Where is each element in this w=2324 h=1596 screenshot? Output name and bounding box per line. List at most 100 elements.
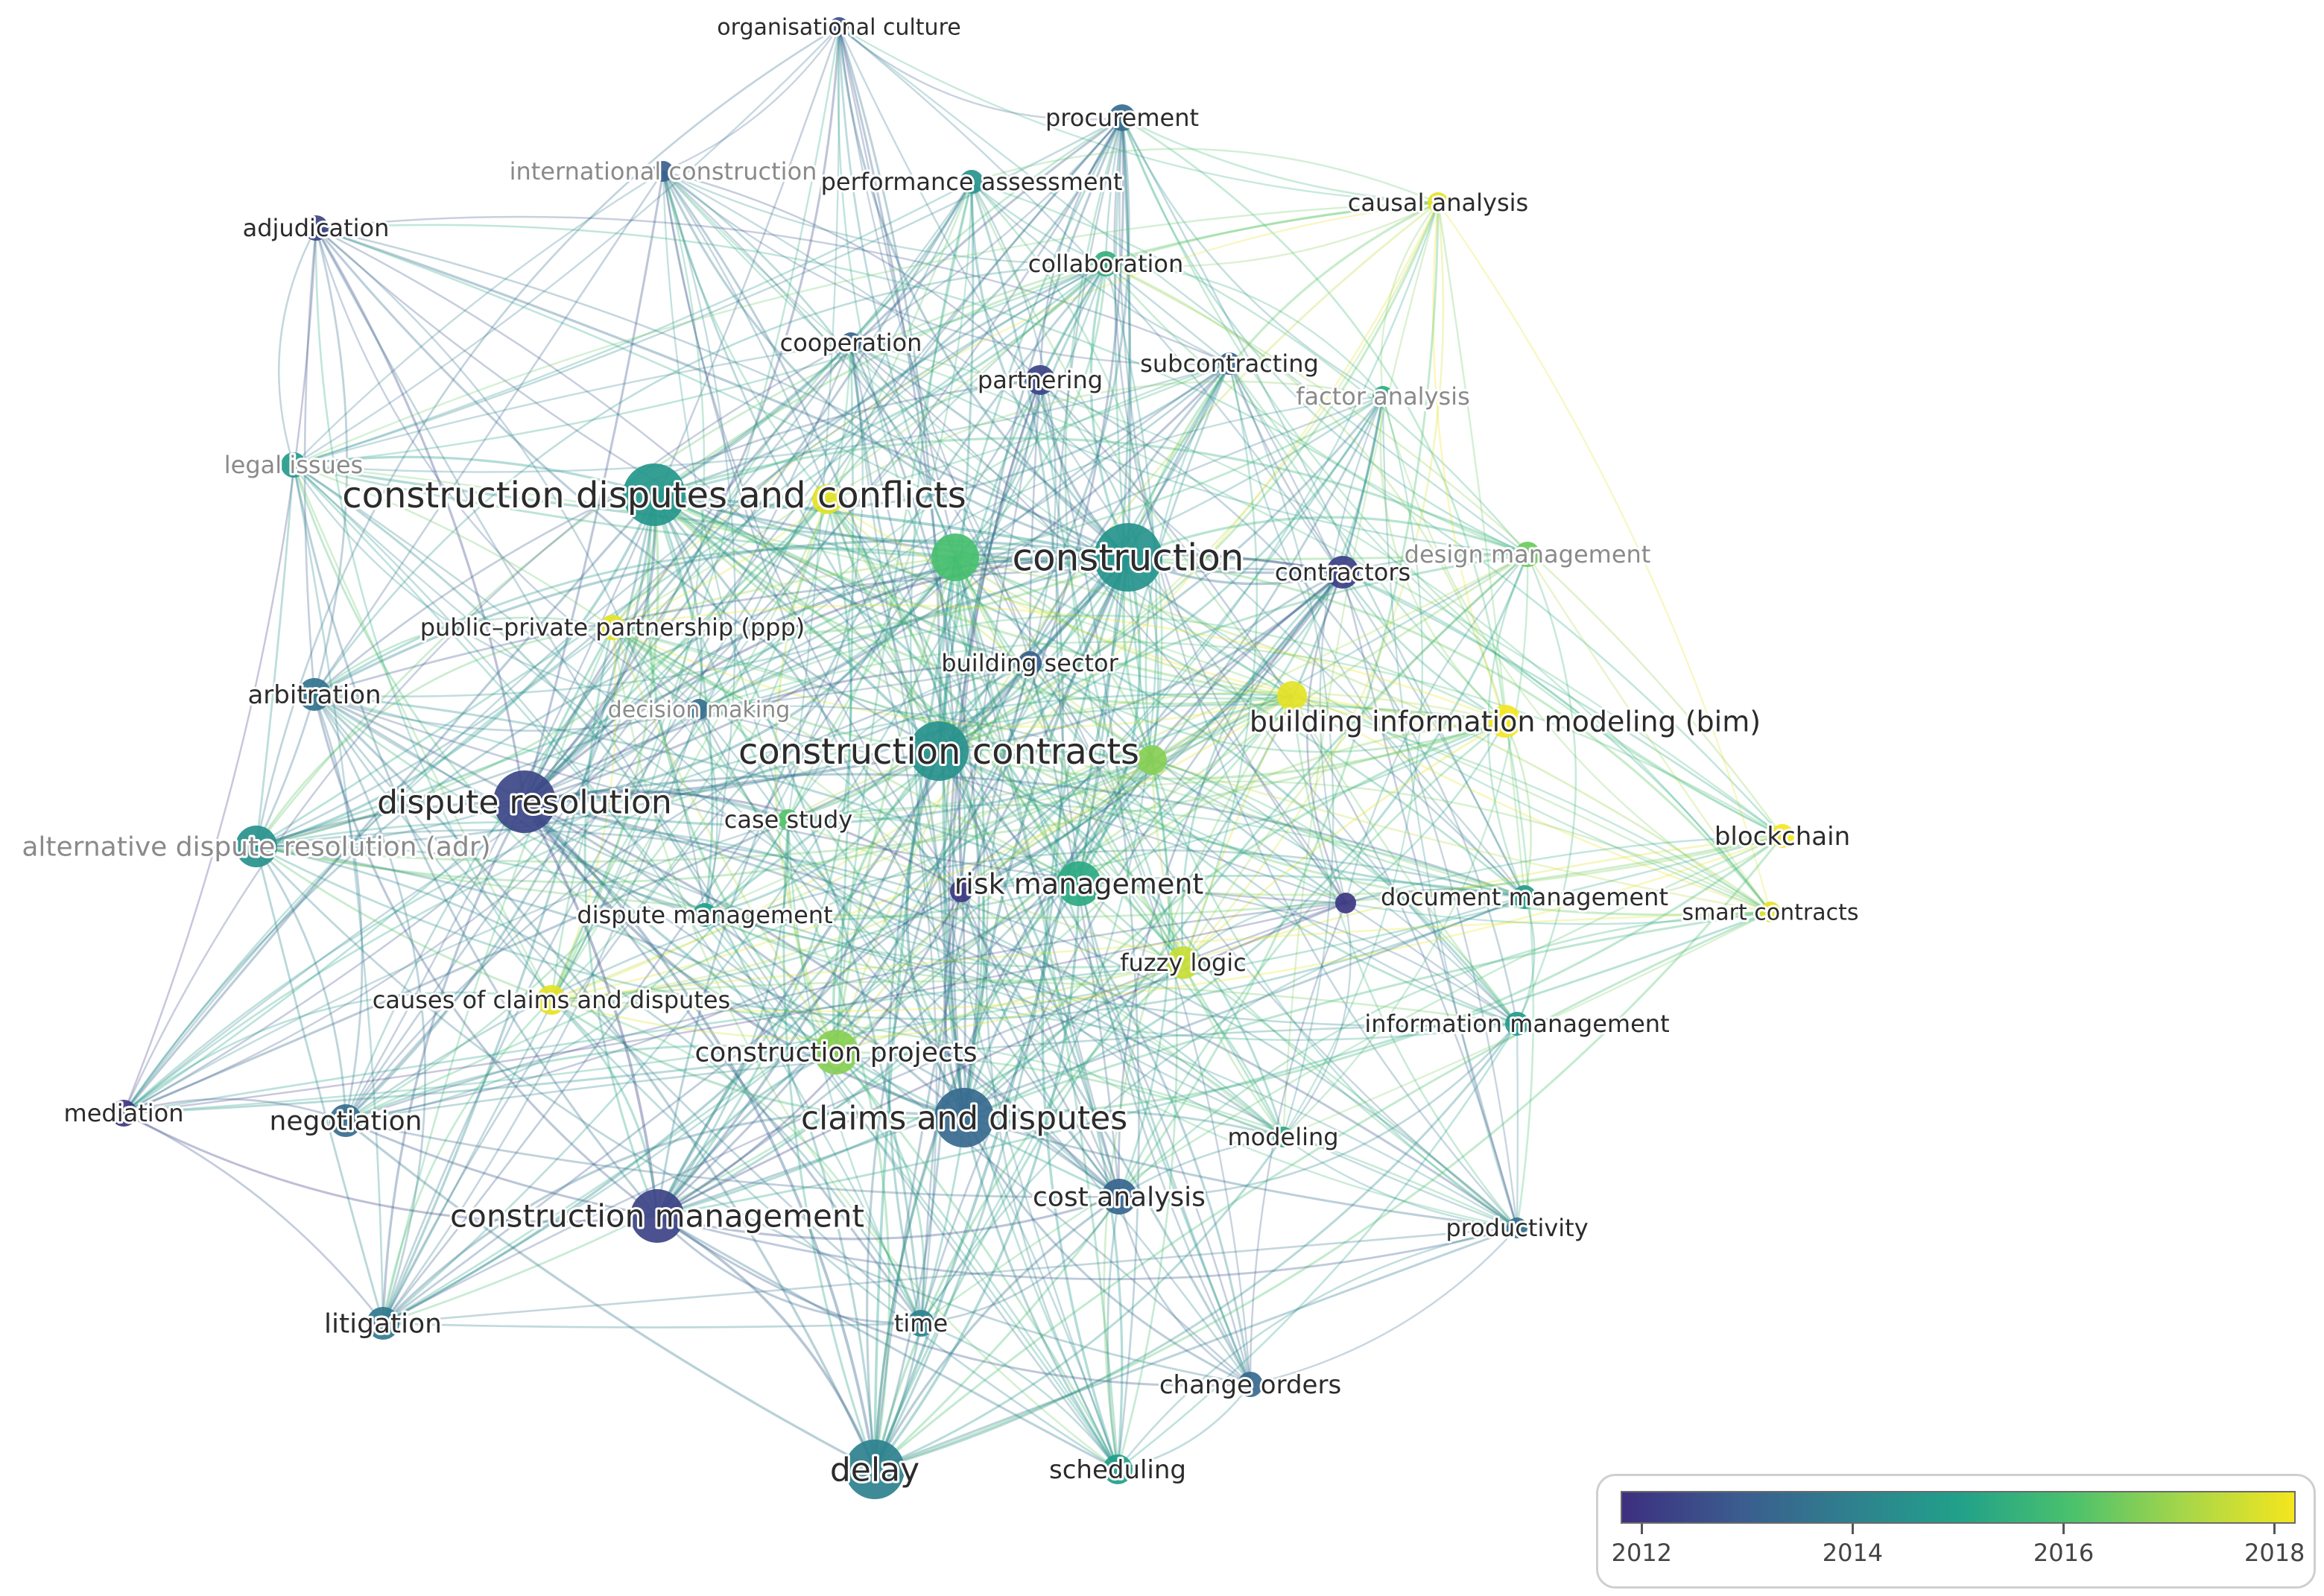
label-case-study[interactable]: case study <box>722 803 855 836</box>
node-yellow-near-bim[interactable] <box>1277 681 1307 711</box>
node-construction-management[interactable] <box>630 1189 684 1243</box>
node-international-construction[interactable] <box>653 161 674 182</box>
node-dispute-management[interactable] <box>693 903 717 927</box>
label-construction[interactable]: construction <box>1010 534 1247 582</box>
label-causal-analysis[interactable]: causal analysis <box>1346 186 1530 219</box>
label-scheduling[interactable]: scheduling <box>1047 1453 1188 1487</box>
node-litigation[interactable] <box>367 1307 399 1340</box>
node-case-study[interactable] <box>778 809 799 830</box>
label-delay[interactable]: delay <box>828 1448 922 1491</box>
label-subcontracting[interactable]: subcontracting <box>1138 347 1321 380</box>
node-causes-of-claims-and-disputes[interactable] <box>536 985 566 1015</box>
node-construction-contracts[interactable] <box>909 721 969 781</box>
node-partnering[interactable] <box>1025 365 1055 395</box>
node-negotiation[interactable] <box>329 1104 362 1137</box>
label-claims-and-disputes[interactable]: claims and disputes <box>799 1097 1130 1139</box>
label-document-management[interactable]: document management <box>1378 881 1671 913</box>
node-information-management[interactable] <box>1505 1012 1529 1036</box>
label-contractors[interactable]: contractors <box>1273 556 1413 589</box>
label-alternative-dispute-resolution-adr[interactable]: alternative dispute resolution (adr) <box>19 830 493 865</box>
node-purple-unlabeled[interactable] <box>950 880 972 902</box>
label-building-information-modeling-bim[interactable]: building information modeling (bim) <box>1247 703 1763 740</box>
label-cooperation[interactable]: cooperation <box>778 326 925 359</box>
node-alternative-dispute-resolution-adr[interactable] <box>235 826 277 867</box>
label-performance-assessment[interactable]: performance assessment <box>819 165 1125 198</box>
node-cost-analysis[interactable] <box>1101 1179 1137 1215</box>
label-building-sector[interactable]: building sector <box>939 647 1121 680</box>
label-construction-management[interactable]: construction management <box>448 1196 867 1237</box>
node-purple-small-2[interactable] <box>1335 893 1356 913</box>
node-productivity[interactable] <box>1507 1217 1527 1238</box>
node-modeling[interactable] <box>1273 1127 1294 1147</box>
node-performance-assessment[interactable] <box>960 170 984 194</box>
node-public-private-partnership-ppp[interactable] <box>600 615 625 640</box>
label-legal-issues[interactable]: legal issues <box>222 449 365 481</box>
node-causal-analysis[interactable] <box>1428 192 1448 213</box>
node-procurement[interactable] <box>1109 104 1136 131</box>
label-decision-making[interactable]: decision making <box>606 695 793 726</box>
label-blockchain[interactable]: blockchain <box>1712 820 1852 854</box>
label-adjudication[interactable]: adjudication <box>241 212 392 244</box>
label-negotiation[interactable]: negotiation <box>267 1104 425 1139</box>
label-change-orders[interactable]: change orders <box>1157 1368 1343 1402</box>
node-legal-issues[interactable] <box>281 452 306 478</box>
node-building-information-modeling-bim[interactable] <box>1489 705 1522 738</box>
node-construction[interactable] <box>1094 523 1162 592</box>
label-procurement[interactable]: procurement <box>1043 101 1201 134</box>
label-arbitration[interactable]: arbitration <box>245 678 383 712</box>
node-construction-disputes-and-conflicts[interactable] <box>623 463 686 526</box>
label-international-construction[interactable]: international construction <box>507 155 820 188</box>
node-arbitration[interactable] <box>298 678 331 711</box>
label-mediation[interactable]: mediation <box>62 1097 186 1130</box>
node-mediation[interactable] <box>110 1100 137 1127</box>
label-modeling[interactable]: modeling <box>1225 1121 1340 1153</box>
label-time[interactable]: time <box>892 1307 950 1340</box>
node-construction-projects[interactable] <box>814 1030 858 1074</box>
node-disputes-yellow[interactable] <box>812 484 842 514</box>
label-factor-analysis[interactable]: factor analysis <box>1294 380 1472 413</box>
label-partnering[interactable]: partnering <box>975 364 1105 396</box>
edge-public-private-partnership-ppp-delay <box>611 626 891 1470</box>
label-design-management[interactable]: design management <box>1402 538 1653 571</box>
label-fuzzy-logic[interactable]: fuzzy logic <box>1118 946 1249 979</box>
label-public-private-partnership-ppp[interactable]: public–private partnership (ppp) <box>418 611 808 644</box>
node-subcontracting[interactable] <box>1218 352 1241 375</box>
label-information-management[interactable]: information management <box>1362 1007 1671 1040</box>
node-fuzzy-logic[interactable] <box>1167 946 1200 979</box>
node-risk-management[interactable] <box>1057 861 1101 906</box>
label-productivity[interactable]: productivity <box>1443 1212 1590 1244</box>
node-collaboration[interactable] <box>1093 251 1118 276</box>
node-factor-analysis[interactable] <box>1372 386 1393 407</box>
label-smart-contracts[interactable]: smart contracts <box>1679 898 1861 928</box>
label-collaboration[interactable]: collaboration <box>1026 247 1186 280</box>
node-lime-unlabeled[interactable] <box>1137 745 1167 775</box>
node-dispute-resolution[interactable] <box>493 770 556 833</box>
label-organisational-culture[interactable]: organisational culture <box>715 13 963 43</box>
node-time[interactable] <box>908 1310 934 1337</box>
node-delay[interactable] <box>845 1440 905 1499</box>
node-building-sector[interactable] <box>1018 651 1042 675</box>
label-litigation[interactable]: litigation <box>322 1307 444 1342</box>
node-green-unlabeled[interactable] <box>931 533 979 581</box>
node-design-management[interactable] <box>1515 542 1540 567</box>
node-change-orders[interactable] <box>1238 1372 1263 1397</box>
label-dispute-resolution[interactable]: dispute resolution <box>375 781 674 823</box>
node-claims-and-disputes[interactable] <box>934 1088 994 1147</box>
edge-collaboration-construction-contracts <box>937 263 1107 752</box>
label-construction-disputes-and-conflicts[interactable]: construction disputes and conflicts <box>340 472 969 519</box>
label-cost-analysis[interactable]: cost analysis <box>1030 1180 1208 1215</box>
node-document-management[interactable] <box>1513 885 1536 909</box>
node-organisational-culture[interactable] <box>829 17 849 37</box>
label-risk-management[interactable]: risk management <box>952 865 1206 902</box>
node-contractors[interactable] <box>1326 556 1359 589</box>
label-dispute-management[interactable]: dispute management <box>574 899 835 931</box>
node-smart-contracts[interactable] <box>1760 902 1781 922</box>
label-construction-projects[interactable]: construction projects <box>692 1036 979 1071</box>
node-adjudication[interactable] <box>303 215 329 241</box>
label-causes-of-claims-and-disputes[interactable]: causes of claims and disputes <box>370 984 732 1016</box>
node-decision-making[interactable] <box>688 699 709 720</box>
label-construction-contracts[interactable]: construction contracts <box>736 729 1142 775</box>
node-blockchain[interactable] <box>1770 824 1794 848</box>
node-scheduling[interactable] <box>1103 1454 1133 1484</box>
node-cooperation[interactable] <box>840 332 861 353</box>
